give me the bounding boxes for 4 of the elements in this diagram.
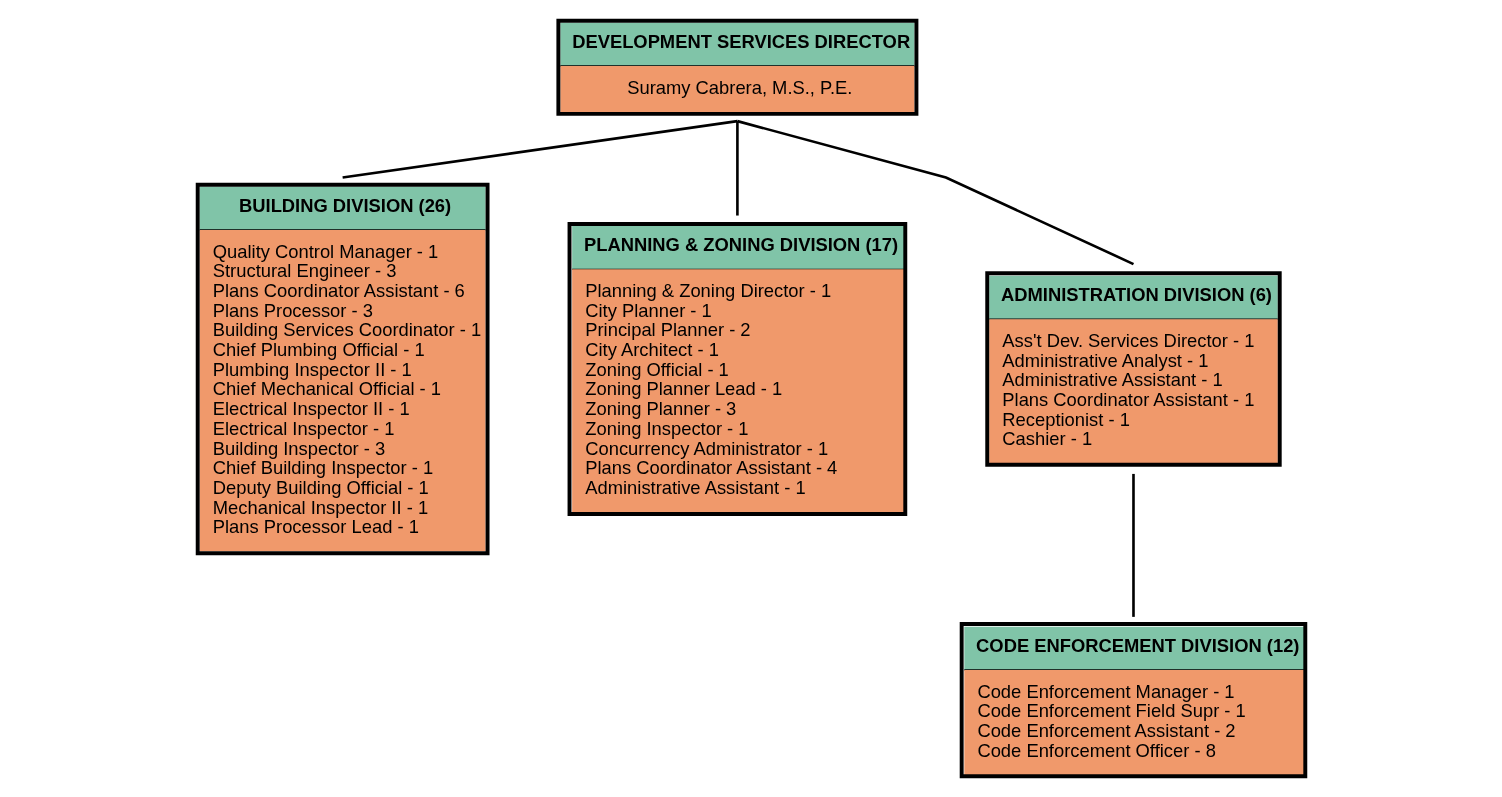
- connector: [736, 119, 1134, 266]
- connector: [341, 119, 738, 179]
- connector: [735, 121, 739, 216]
- connector: [1131, 473, 1135, 617]
